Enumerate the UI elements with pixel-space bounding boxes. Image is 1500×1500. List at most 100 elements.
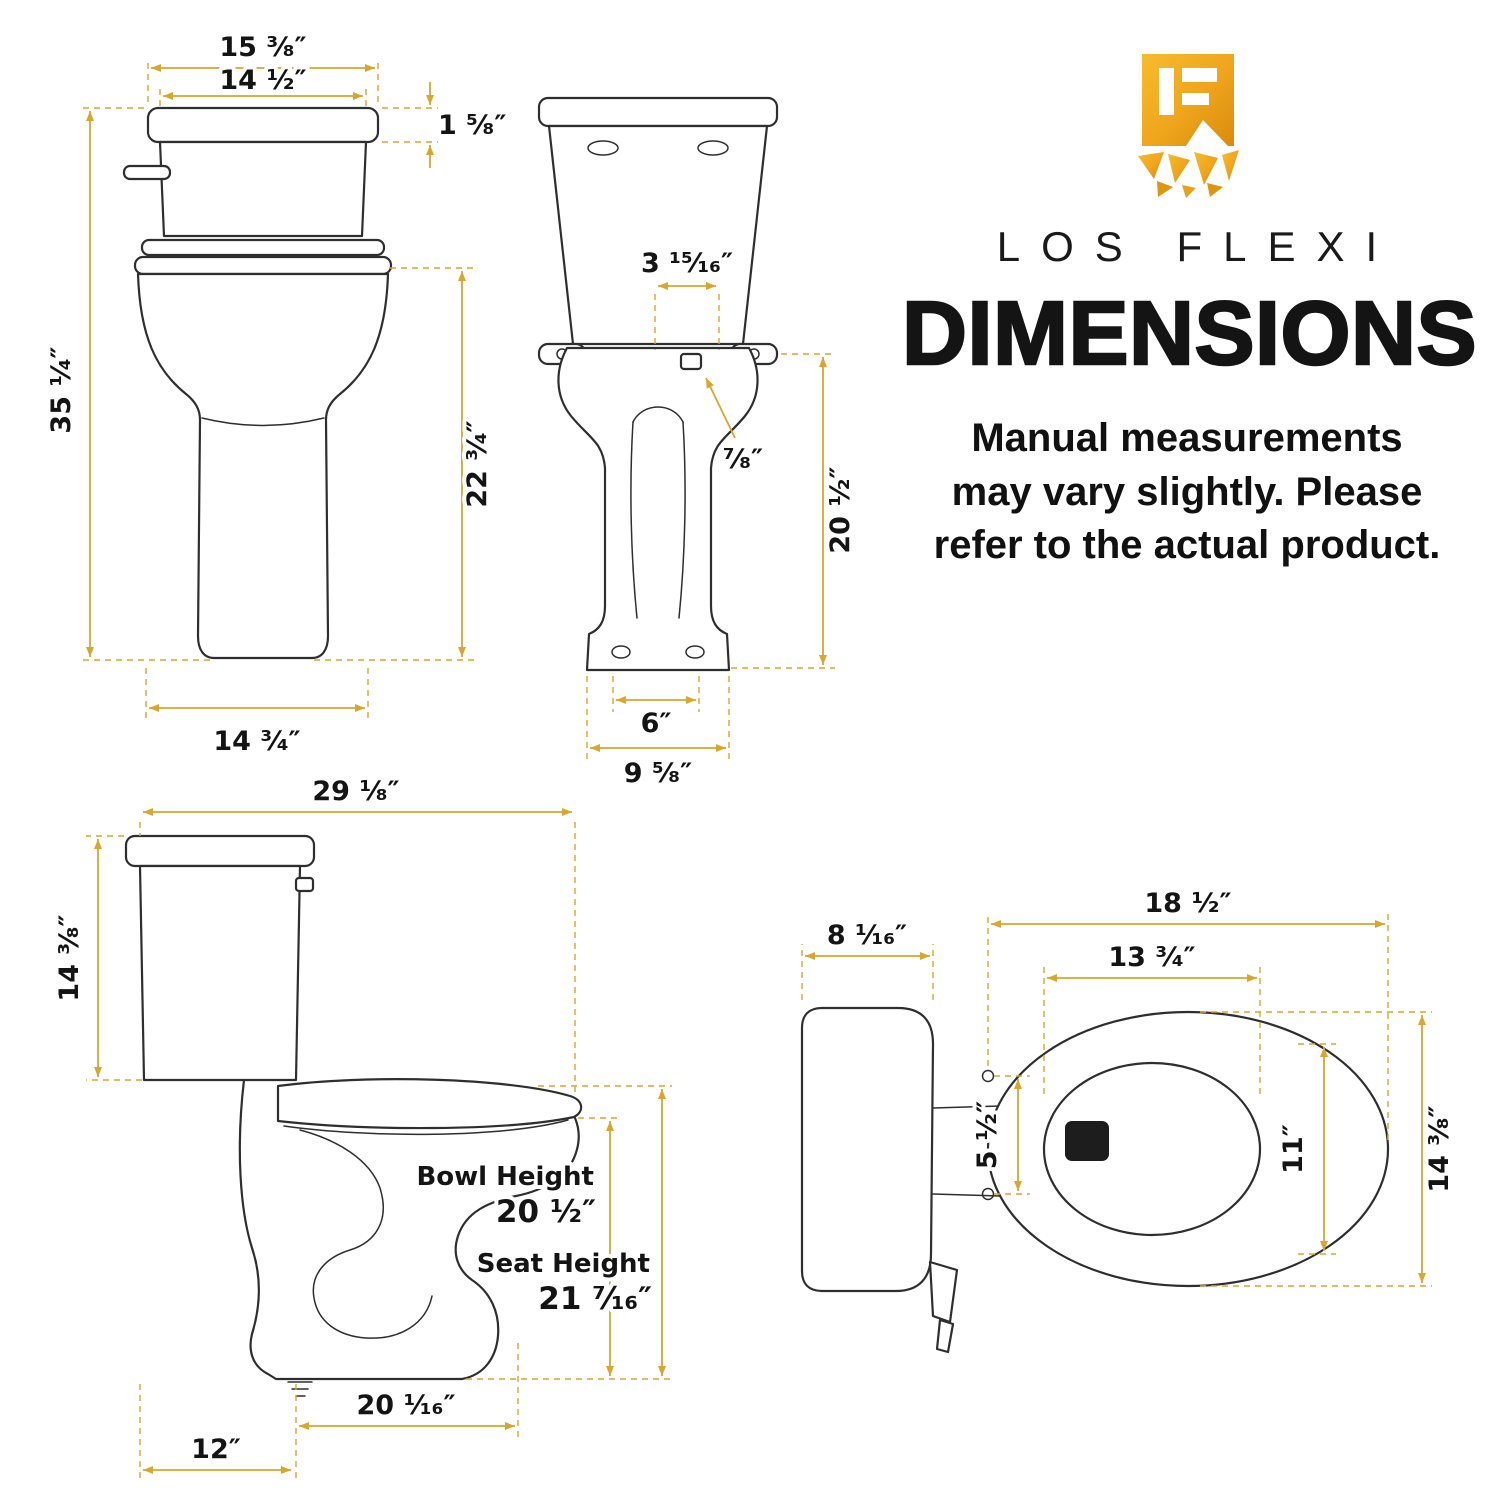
bowl-rear <box>557 346 759 672</box>
seat-inner <box>1042 1061 1262 1237</box>
dim-label-base-inner: 6″ <box>641 708 672 739</box>
tank <box>158 140 368 238</box>
flush-button-side <box>294 876 315 893</box>
dim-label-rim-height: 22 ³⁄₄″ <box>462 420 493 507</box>
dim-label-depth: 29 ¹⁄₈″ <box>312 778 399 807</box>
dim-label-bolt-spacing: 5 ¹⁄₂″ <box>972 1101 1003 1169</box>
dim-top-tank-depth: 8 ¹⁄₁₆″ <box>801 916 934 1000</box>
dim-back-inlet-size: ⁷⁄₈″ <box>705 377 767 479</box>
hinge-links <box>932 1105 1001 1197</box>
tank-lid-back <box>537 96 779 128</box>
floor-flange <box>287 1381 313 1397</box>
front-toilet-drawing <box>122 106 393 660</box>
dim-front-tank-width: 14 ¹⁄₂″ <box>159 61 367 106</box>
dim-label-inner-width: 11″ <box>1278 1124 1309 1174</box>
dim-front-rim-height: 22 ³⁄₄″ <box>314 267 497 661</box>
brand-name: LOS FLEXI <box>996 223 1399 270</box>
seat-lid-edge <box>140 238 386 257</box>
dim-label-inlet-offset: 3 ¹⁵⁄₁₆″ <box>641 248 733 279</box>
trapway-left <box>630 421 638 619</box>
flush-button-top <box>1065 1121 1109 1161</box>
lid-bolt-right <box>697 140 729 156</box>
top-view: 8 ¹⁄₁₆″ 18 ¹⁄₂″ 13 ³⁄₄″ 5 ¹⁄₂″ 11″ 14 ³⁄… <box>800 884 1459 1354</box>
dim-label-base-depth: 20 ¹⁄₁₆″ <box>356 1390 455 1421</box>
lid-bolt-left <box>587 140 619 156</box>
back-toilet-drawing <box>537 96 779 672</box>
tank-top <box>800 1006 935 1293</box>
dim-label-outer-width: 14 ³⁄₈″ <box>1424 1105 1455 1192</box>
dim-label-inner-length: 13 ³⁄₄″ <box>1108 942 1195 973</box>
seat-bolt-top <box>981 1069 995 1083</box>
dim-label-base-outer: 9 ⁵⁄₈″ <box>624 758 692 789</box>
dim-label-seat-length: 18 ¹⁄₂″ <box>1144 888 1231 919</box>
disclaimer-line-1: Manual measurements <box>971 416 1403 460</box>
disclaimer-line-2: may vary slightly. Please <box>951 469 1423 514</box>
side-toilet-drawing <box>124 834 583 1397</box>
flush-lever <box>122 164 172 181</box>
dim-label-total-height: 35 ¹⁄₄″ <box>46 346 77 433</box>
handle-tip <box>935 1318 955 1354</box>
dim-top-inner-width: 11″ <box>1274 1043 1336 1255</box>
dim-front-lid-height: 1 ⁵⁄₈″ <box>382 82 510 168</box>
dim-label-seat-height-title: Seat Height <box>477 1249 650 1279</box>
front-view: 15 ³⁄₈″ 14 ¹⁄₂″ 1 ⁵⁄₈″ 35 ¹⁄₄″ 22 ³⁄₄″ <box>42 28 510 761</box>
body-side <box>238 1078 580 1381</box>
logo-mosaic <box>1138 150 1239 198</box>
trapway-arch <box>632 406 684 423</box>
dim-label-bowl-height-value: 20 ¹⁄₂″ <box>496 1194 596 1230</box>
supply-fitting <box>679 352 703 371</box>
dim-front-base-width: 14 ³⁄₄″ <box>145 668 369 761</box>
side-view: 29 ¹⁄₈″ 14 ³⁄₈″ Bowl Height 20 ¹⁄₂″ Seat… <box>50 778 674 1480</box>
logo-monogram <box>1142 54 1234 146</box>
base-bolt-left <box>611 645 631 659</box>
dim-label-bowl-height-title: Bowl Height <box>416 1162 594 1192</box>
trapway-side <box>299 1129 433 1339</box>
tank-lid-side <box>124 834 316 868</box>
dim-label-rough-in: 12″ <box>191 1434 241 1465</box>
tank-back <box>547 124 769 346</box>
dim-side-base-depth: 20 ¹⁄₁₆″ <box>295 1343 519 1480</box>
seat-underline <box>283 1119 569 1136</box>
bowl-pedestal <box>136 272 390 660</box>
dim-back-inlet-offset: 3 ¹⁵⁄₁₆″ <box>637 244 737 350</box>
dim-top-seat-length: 18 ¹⁄₂″ <box>987 884 1389 1140</box>
dim-back-rear-height: 20 ¹⁄₂″ <box>731 353 860 669</box>
base-bolt-right <box>685 645 705 659</box>
dim-label-lid-height: 1 ⁵⁄₈″ <box>438 110 506 141</box>
back-view: 3 ¹⁵⁄₁₆″ ⁷⁄₈″ 20 ¹⁄₂″ 6″ 9 ⁵⁄₈″ <box>537 96 860 793</box>
dim-label-rear-height: 20 ¹⁄₂″ <box>825 466 856 553</box>
dim-label-seat-height-value: 21 ⁷⁄₁₆″ <box>538 1281 652 1317</box>
dim-front-total-height: 35 ¹⁄₄″ <box>42 107 210 661</box>
tank-side <box>138 864 302 1082</box>
dim-top-outer-width: 14 ³⁄₈″ <box>1200 1011 1459 1287</box>
dim-side-seat-height: Seat Height 21 ⁷⁄₁₆″ <box>473 1085 672 1376</box>
dim-label-base-width: 14 ³⁄₄″ <box>213 726 300 757</box>
seat-ring-edge <box>133 255 393 276</box>
dim-back-base-inner: 6″ <box>612 676 700 743</box>
dim-label-tank-width: 14 ¹⁄₂″ <box>219 65 306 96</box>
disclaimer-line-3: refer to the actual product. <box>933 523 1441 568</box>
dim-top-inner-length: 13 ³⁄₄″ <box>1043 938 1261 1094</box>
brand-logo <box>1138 54 1239 198</box>
dim-side-rough-in: 12″ <box>139 1384 291 1480</box>
dim-label-inlet-size: ⁷⁄₈″ <box>723 444 763 475</box>
dim-front-lid-width: 15 ³⁄₈″ <box>147 28 379 102</box>
brand-disclaimer: Manual measurements may vary slightly. P… <box>902 412 1472 573</box>
seat-lid-side <box>276 1078 583 1130</box>
dim-label-lid-width: 15 ³⁄₈″ <box>219 32 306 63</box>
dim-side-bowl-height: Bowl Height 20 ¹⁄₂″ <box>412 1117 674 1380</box>
brand-title: DIMENSIONS <box>901 283 1478 386</box>
handle-top <box>928 1260 959 1324</box>
dim-label-tank-depth: 8 ¹⁄₁₆″ <box>827 920 907 951</box>
top-toilet-drawing <box>800 1006 1390 1354</box>
dim-top-bolt-spacing: 5 ¹⁄₂″ <box>968 1075 1030 1195</box>
bowl-contour <box>201 417 325 427</box>
dim-back-base-outer: 9 ⁵⁄₈″ <box>586 676 730 793</box>
dim-side-tank-height: 14 ³⁄₈″ <box>50 835 142 1081</box>
trapway-right <box>678 421 686 619</box>
seat-bolt-bottom <box>981 1187 995 1201</box>
dim-label-tank-height: 14 ³⁄₈″ <box>54 914 85 1001</box>
dim-side-depth: 29 ¹⁄₈″ <box>139 778 576 1096</box>
brand-block: LOS FLEXI DIMENSIONS Manual measurements… <box>901 52 1478 573</box>
